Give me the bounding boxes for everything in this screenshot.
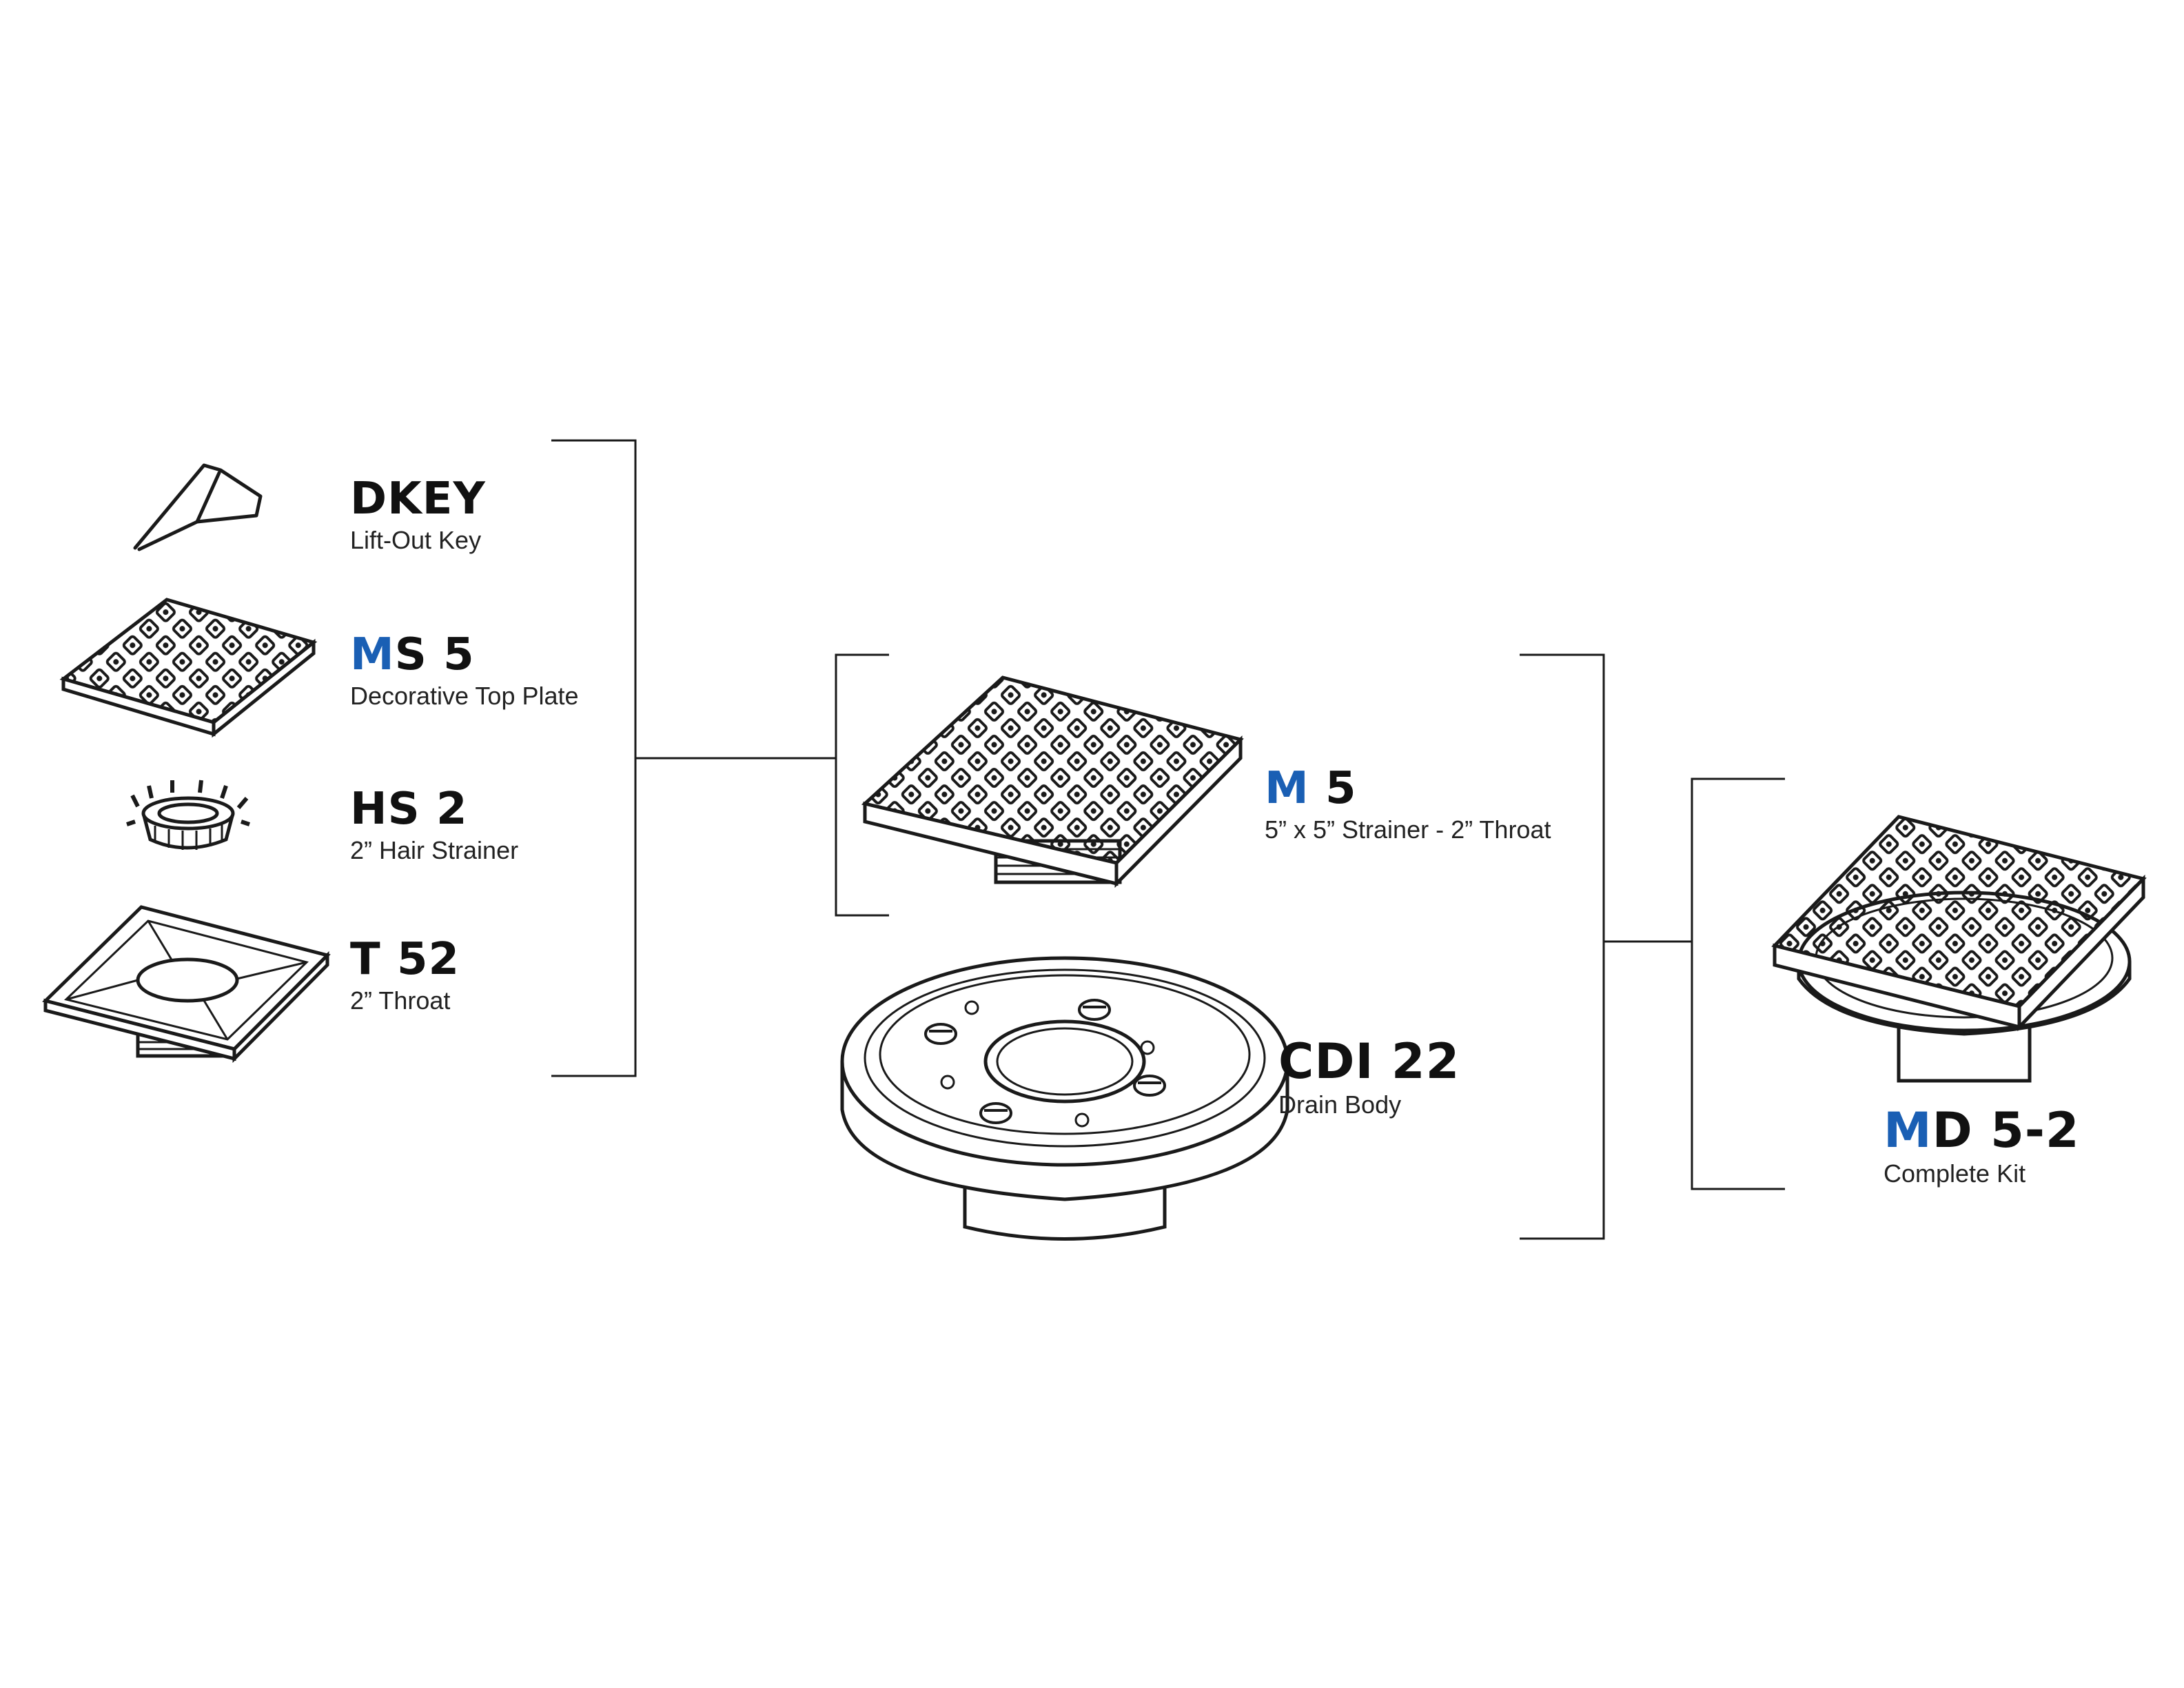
lift-out-key-icon <box>133 463 263 551</box>
part-ms5: MS 5 Decorative Top Plate <box>350 633 579 709</box>
part-description: Decorative Top Plate <box>350 682 579 710</box>
drain-body-icon <box>840 956 1289 1241</box>
throat-icon <box>42 905 331 1064</box>
part-md52: MD 5-2 Complete Kit <box>1884 1106 2080 1186</box>
part-description: Lift-Out Key <box>350 526 482 554</box>
bracket-left-group <box>551 439 836 1077</box>
hair-strainer-icon <box>126 780 250 850</box>
part-hs2: HS 2 2” Hair Strainer <box>350 787 518 863</box>
part-cdi22: CDI 22 Drain Body <box>1278 1037 1460 1117</box>
part-code: DKEY <box>350 474 486 525</box>
strainer-assembly-icon <box>861 675 1244 888</box>
part-code: HS 2 <box>350 784 468 835</box>
part-m5: M 5 5” x 5” Strainer - 2” Throat <box>1265 766 1551 842</box>
part-description: Drain Body <box>1278 1090 1402 1119</box>
part-code: MS 5 <box>350 629 475 680</box>
part-description: 2” Hair Strainer <box>350 836 519 864</box>
complete-kit-icon <box>1771 815 2147 1083</box>
part-code: MD 5-2 <box>1884 1102 2080 1159</box>
part-description: 2” Throat <box>350 986 451 1015</box>
part-code: M 5 <box>1265 763 1357 814</box>
bracket-middle-left <box>835 653 889 917</box>
part-t52: T 52 2” Throat <box>350 937 460 1013</box>
decorative-top-plate-icon <box>59 598 318 738</box>
part-dkey: DKEY Lift-Out Key <box>350 477 486 553</box>
bracket-middle-right <box>1520 653 1785 1240</box>
part-description: Complete Kit <box>1884 1159 2026 1188</box>
part-description: 5” x 5” Strainer - 2” Throat <box>1265 815 1551 844</box>
part-code: CDI 22 <box>1278 1033 1460 1090</box>
part-code: T 52 <box>350 934 460 985</box>
